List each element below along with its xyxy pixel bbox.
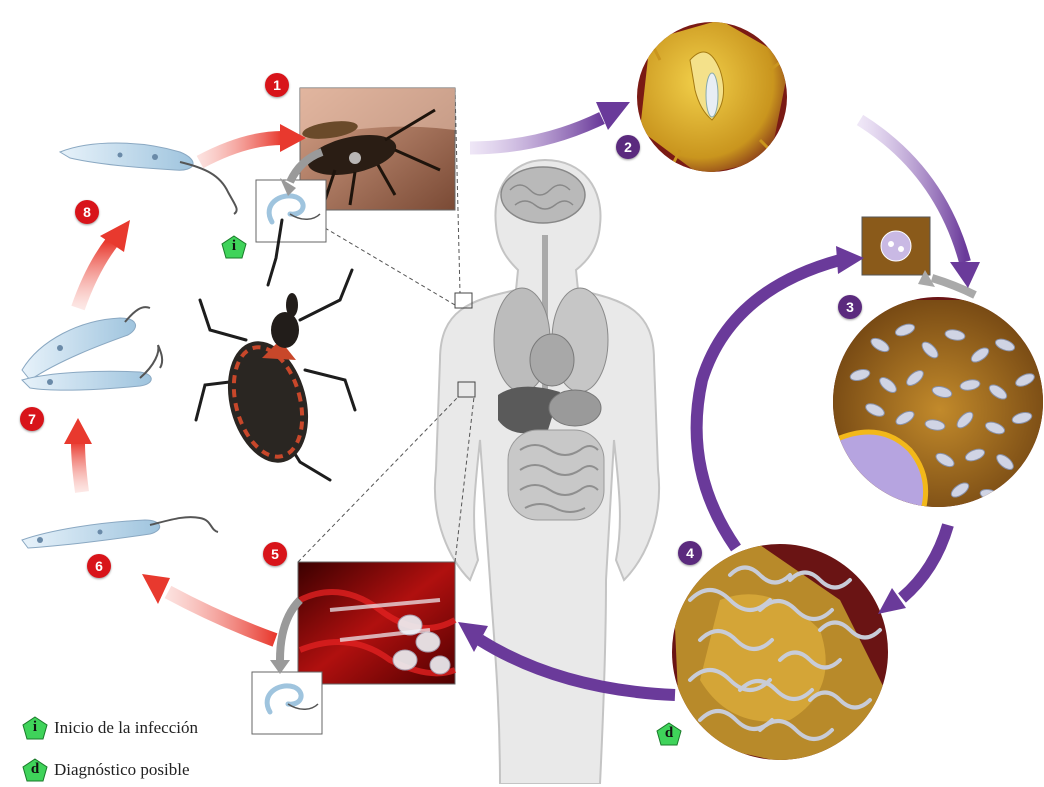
step-number-2: 2: [616, 135, 640, 159]
step-number-6: 6: [87, 554, 111, 578]
infection-legend-icon: i: [22, 716, 48, 740]
trypanosome-6: [22, 517, 218, 548]
diagnosis-marker-letter: d: [656, 725, 682, 742]
inset-arrow-5: [280, 600, 300, 660]
bloodstream-photo: [298, 562, 455, 684]
infection-marker: i: [221, 235, 247, 259]
infection-marker-letter: i: [221, 238, 247, 255]
infection-legend-letter: i: [22, 719, 48, 736]
diagnosis-marker: d: [656, 722, 682, 746]
trypomastigote-circle-4: [672, 544, 890, 770]
stomach-icon: [549, 390, 601, 426]
trypanosome-7a: [22, 307, 150, 380]
red-arrow-7-to-8: [78, 220, 130, 308]
purple-arrow-3-to-4: [878, 525, 948, 614]
step-number-1: 1: [265, 73, 289, 97]
host-cell-small-photo: [862, 217, 930, 275]
step-number-5: 5: [263, 542, 287, 566]
amastigote-circle-3: [830, 297, 1044, 520]
red-arrow-5-to-6: [142, 574, 275, 640]
step-number-8: 8: [75, 200, 99, 224]
trypomastigote-inset-bottom: [252, 672, 322, 734]
legend-infection-label: Inicio de la infección: [54, 718, 198, 738]
purple-arrow-1-to-2: [470, 102, 630, 148]
step-number-4: 4: [678, 541, 702, 565]
diagnosis-legend-icon: d: [22, 758, 48, 782]
red-arrow-6-to-7: [64, 418, 92, 492]
host-cell-circle-2: [637, 20, 790, 175]
triatomine-bug-icon: [196, 220, 355, 480]
legend-diagnosis-label: Diagnóstico posible: [54, 760, 190, 780]
step-number-3: 3: [838, 295, 862, 319]
red-arrow-8-to-1: [200, 124, 306, 162]
step-number-7: 7: [20, 407, 44, 431]
intestines-icon: [508, 430, 604, 520]
legend-item-diagnosis: d Diagnóstico posible: [22, 758, 190, 782]
legend-item-infection: i Inicio de la infección: [22, 716, 198, 740]
diagnosis-legend-letter: d: [22, 761, 48, 778]
heart-icon: [530, 334, 574, 386]
